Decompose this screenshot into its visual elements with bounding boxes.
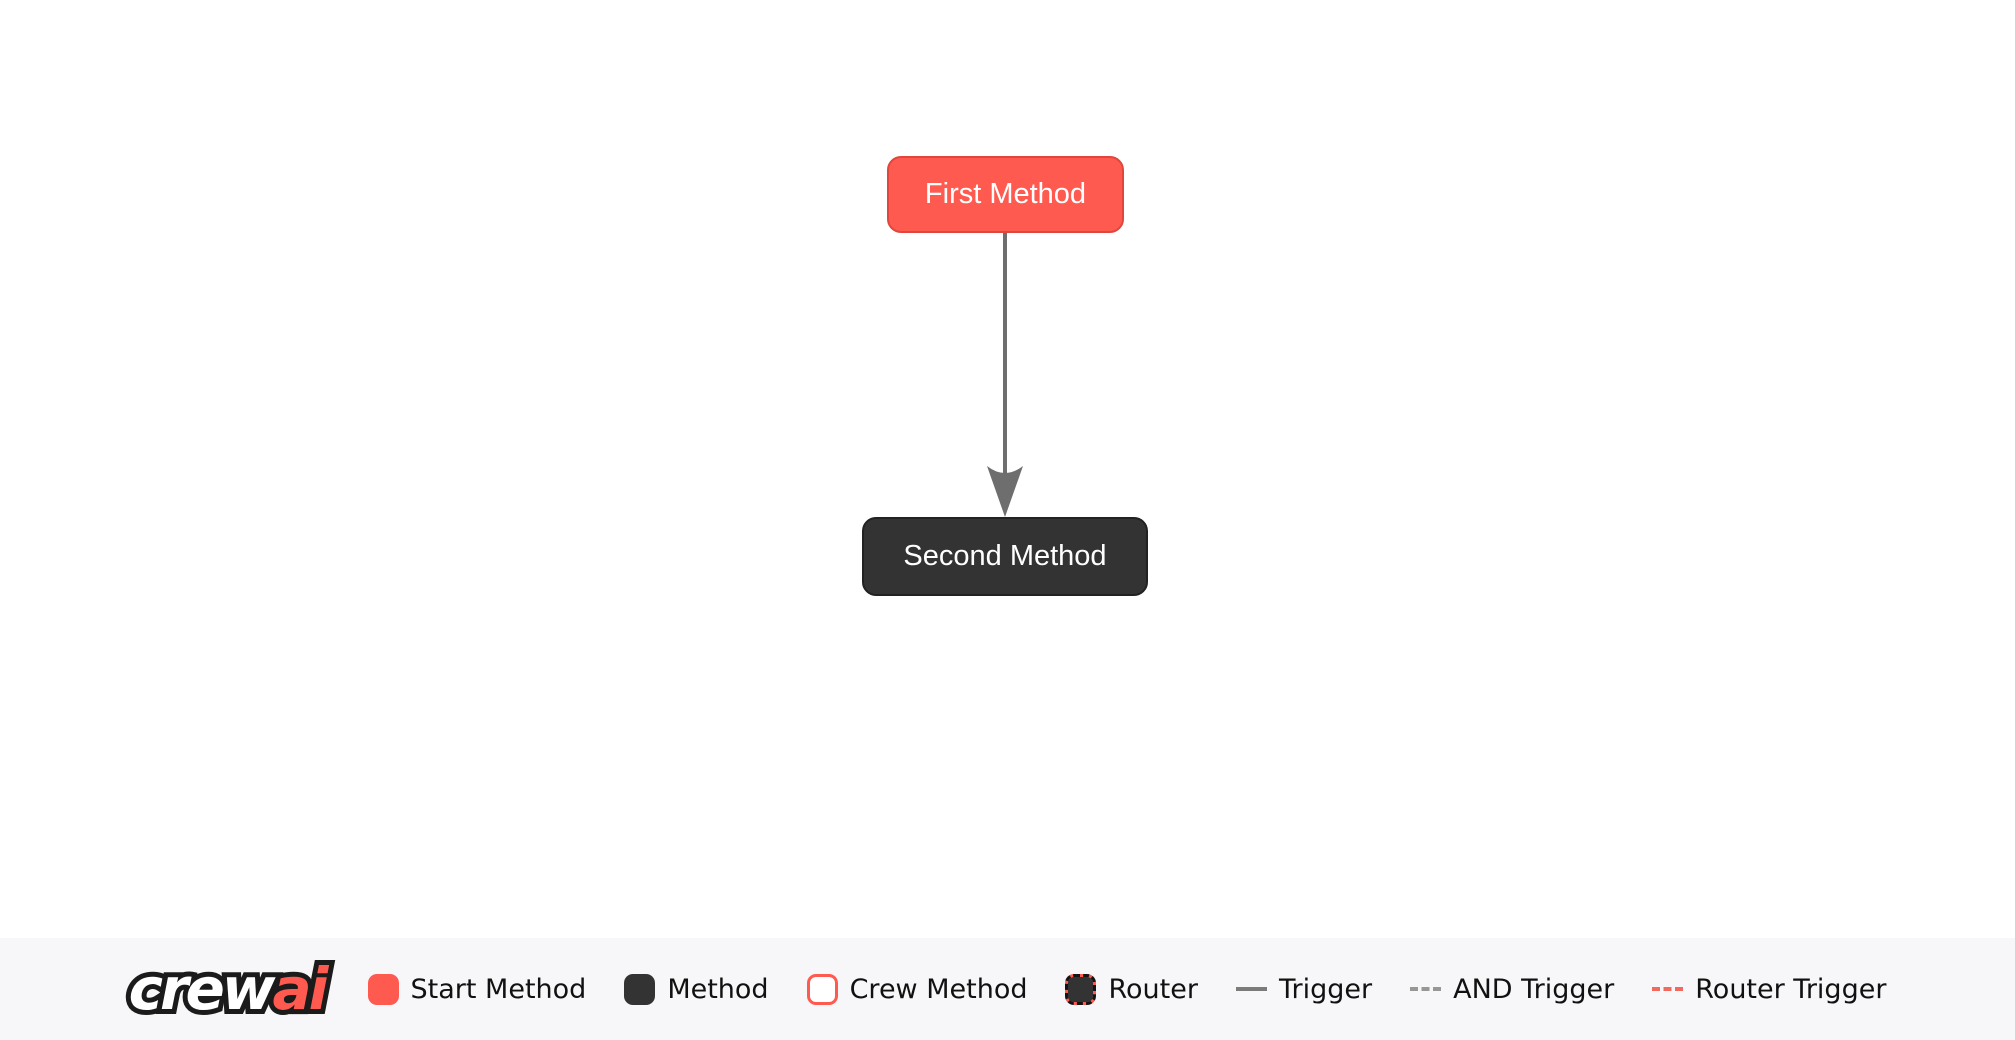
crewai-logo-ai: ai [272, 955, 328, 1023]
router-swatch-icon [1065, 973, 1097, 1005]
crewai-logo-text: crewai [128, 949, 329, 1029]
legend-item-trigger: Trigger [1235, 973, 1373, 1005]
method-swatch-icon [624, 973, 656, 1005]
legend-item-method: Method [624, 973, 769, 1005]
crew-method-swatch-icon [806, 973, 838, 1005]
legend-bar: crewai crewai Start Method Method Crew M… [0, 938, 2015, 1040]
flow-canvas[interactable]: First Method Second Method [0, 0, 2015, 938]
legend-item-crew-method: Crew Method [806, 973, 1028, 1005]
legend-label: Start Method [410, 973, 587, 1005]
node-second-method[interactable]: Second Method [862, 517, 1148, 596]
crewai-logo: crewai crewai [124, 949, 334, 1029]
trigger-edge-first-to-second [987, 233, 1023, 517]
legend-label: Trigger [1278, 973, 1373, 1005]
node-first-method[interactable]: First Method [887, 156, 1124, 233]
legend-item-router-trigger: Router Trigger [1652, 974, 1886, 1005]
legend-label: Crew Method [849, 973, 1028, 1005]
legend-item-router: Router [1065, 973, 1198, 1005]
legend-label: Router Trigger [1695, 973, 1887, 1005]
crewai-logo-outline: crewai [124, 950, 334, 1028]
legend-item-start-method: Start Method [367, 973, 587, 1005]
crewai-logo-crew: crew [128, 955, 276, 1023]
trigger-line-icon [1235, 987, 1267, 991]
start-method-swatch-icon [367, 973, 399, 1005]
legend-item-and-trigger: AND Trigger [1410, 974, 1614, 1005]
legend-label: AND Trigger [1453, 973, 1615, 1005]
and-trigger-line-icon [1410, 987, 1442, 991]
legend-label: Method [667, 973, 769, 1005]
router-trigger-line-icon [1652, 987, 1684, 991]
legend-label: Router [1108, 973, 1198, 1005]
